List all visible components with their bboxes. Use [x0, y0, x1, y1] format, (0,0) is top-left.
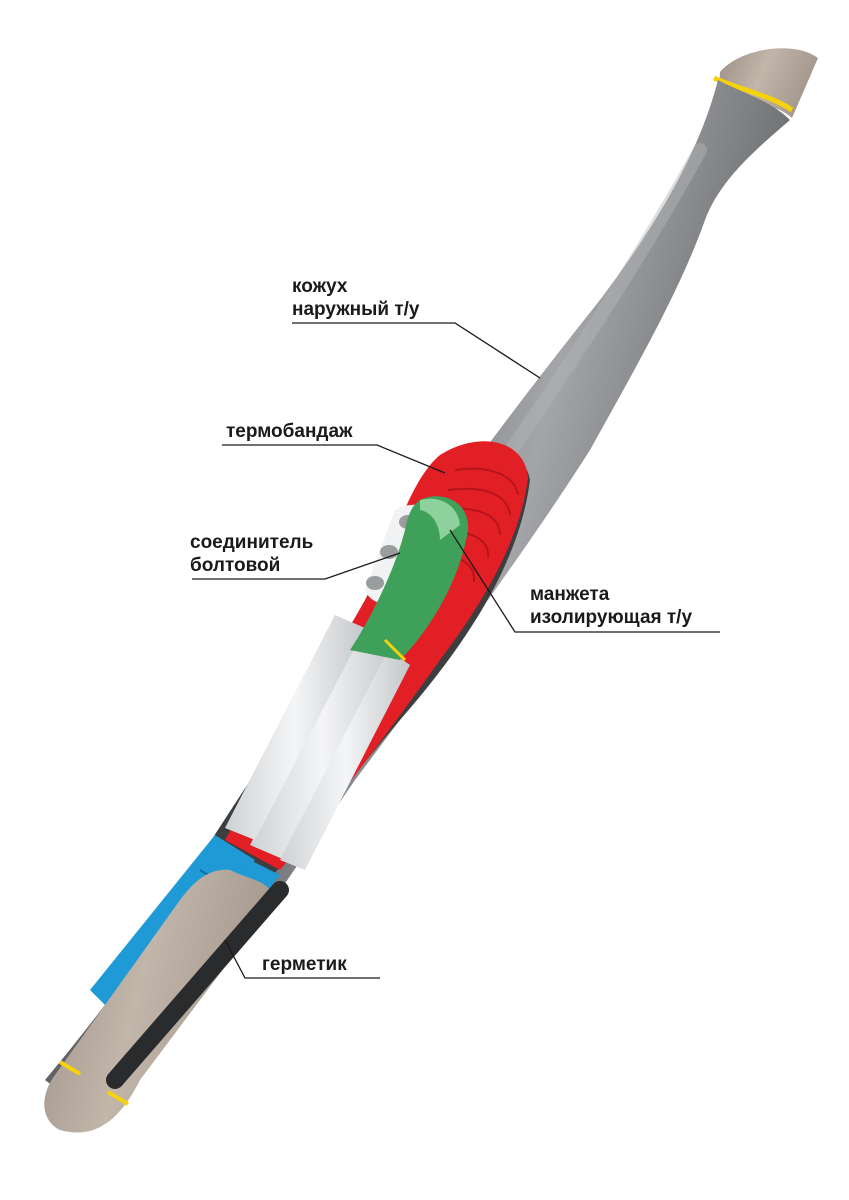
leader-outer-casing [292, 322, 541, 379]
bottom-cable-end [44, 869, 289, 1133]
leader-lines [192, 322, 720, 979]
insulating-sleeve [350, 496, 469, 662]
top-yellow-ring [712, 75, 794, 113]
casing-bottom-edge [106, 881, 289, 1089]
bottom-yellow-ring [106, 1090, 130, 1106]
leader-sealant [224, 939, 380, 979]
leader-bolt-connector [192, 552, 401, 580]
bolt-head-icon [366, 576, 384, 590]
leader-insulating-sleeve [449, 529, 720, 633]
conductor-cores [225, 615, 410, 870]
label-sealant: герметик [262, 954, 347, 975]
label-bolt-connector: соединитель болтовой [190, 532, 319, 576]
label-outer-casing: кожух наружный т/у [292, 276, 420, 320]
label-thermal-bandage: термобандаж [226, 421, 353, 442]
leader-thermal-bandage [222, 444, 446, 474]
label-insulating-sleeve: манжета изолирующая т/у [530, 584, 692, 628]
bottom-yellow-ring [58, 1060, 82, 1076]
